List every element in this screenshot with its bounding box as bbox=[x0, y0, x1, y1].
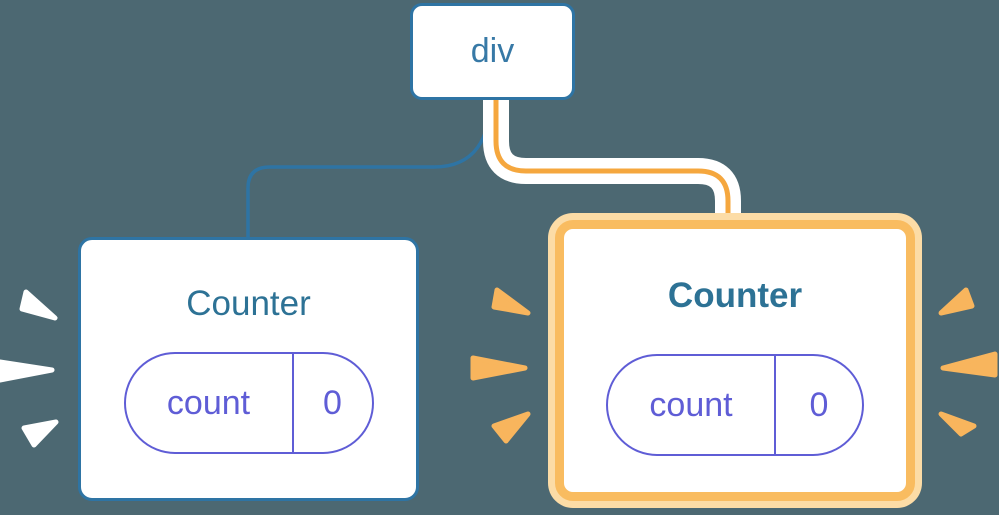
spark-icon bbox=[491, 287, 531, 316]
counter-title: Counter bbox=[186, 284, 311, 323]
spark-icon bbox=[19, 289, 58, 321]
counter-title: Counter bbox=[667, 276, 803, 315]
right-branch-connector-line bbox=[493, 100, 731, 226]
root-div-node: div bbox=[410, 3, 575, 100]
spark-burst-right bbox=[938, 287, 998, 437]
left-branch-connector-line bbox=[246, 99, 492, 240]
counter-card-right-highlighted: Counter count 0 bbox=[555, 220, 915, 501]
state-value-cell: 0 bbox=[323, 383, 342, 422]
spark-burst-left bbox=[0, 289, 59, 448]
state-key-cell: count bbox=[608, 356, 776, 454]
state-pill: count 0 bbox=[123, 352, 374, 454]
spark-icon bbox=[491, 411, 531, 444]
spark-icon bbox=[470, 355, 528, 381]
spark-burst-middle bbox=[470, 287, 531, 444]
right-branch-connector-casing bbox=[483, 100, 741, 224]
spark-icon bbox=[938, 287, 975, 316]
root-div-label: div bbox=[470, 32, 515, 70]
spark-icon bbox=[938, 411, 977, 437]
state-key-cell: count bbox=[126, 354, 294, 452]
spark-icon bbox=[940, 351, 998, 378]
spark-icon bbox=[0, 359, 55, 383]
spark-icon bbox=[21, 419, 59, 448]
state-pill: count 0 bbox=[606, 354, 864, 456]
counter-card-left: Counter count 0 bbox=[78, 237, 419, 501]
state-value-cell: 0 bbox=[809, 385, 829, 424]
